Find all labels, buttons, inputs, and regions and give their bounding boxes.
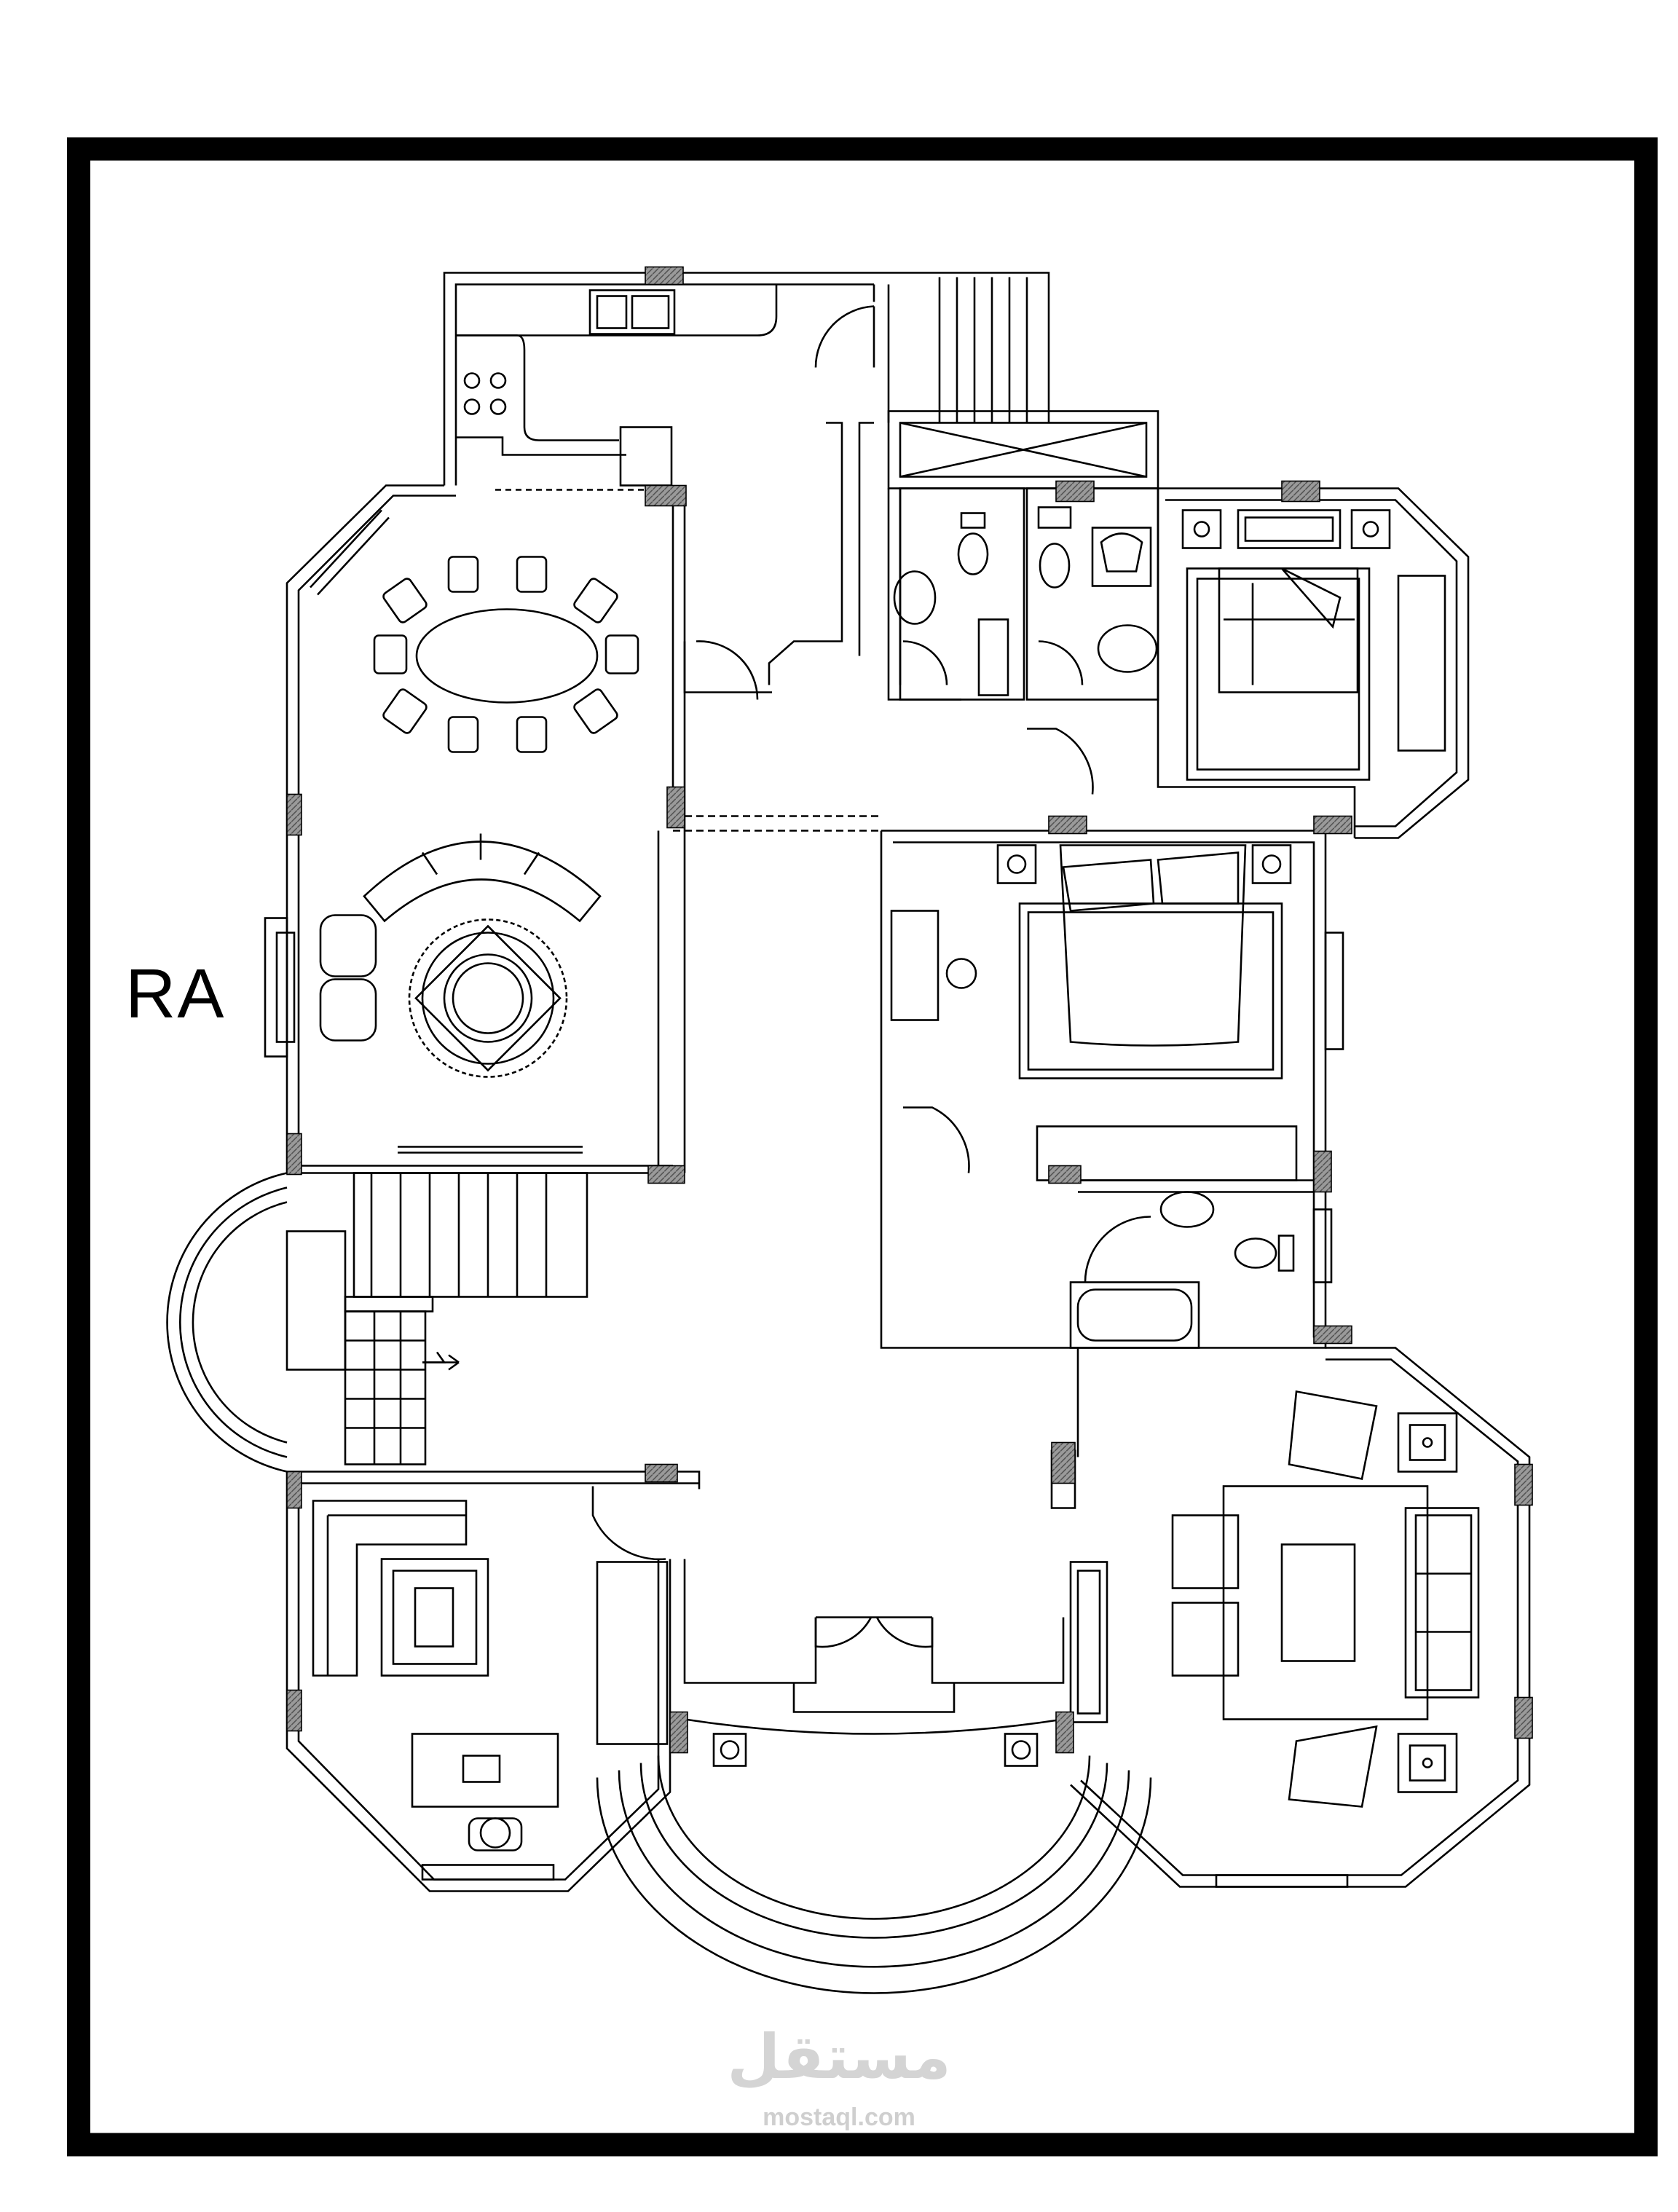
bedroom-2 (880, 830, 1344, 1457)
entrance-hall (596, 1559, 1152, 1994)
dressing-table (890, 910, 940, 1021)
l-sofa (312, 1500, 468, 1677)
plan-label: RA (125, 955, 226, 1033)
watermark-domain: mostaql.com (763, 2103, 915, 2131)
office-room (285, 1471, 701, 1892)
kitchen (443, 272, 1050, 685)
kitchen-sink (588, 289, 676, 335)
main-staircase (166, 1172, 588, 1473)
round-rug (408, 918, 568, 1078)
desk (411, 1733, 559, 1808)
dining-living-room (264, 484, 686, 1174)
sofa-set (319, 833, 602, 1078)
hall-walls (673, 640, 1076, 1509)
living-room-right (1070, 1347, 1531, 1888)
bathtub (1076, 1288, 1193, 1342)
coffee-table (1280, 1543, 1356, 1662)
bed-1 (1186, 567, 1371, 781)
bathroom-1 (887, 487, 1025, 701)
stair-top (887, 277, 1159, 489)
drawing-frame (67, 137, 1658, 2157)
bookshelf (596, 1561, 669, 1745)
fridge (619, 426, 673, 487)
bedroom-1 (1027, 487, 1470, 839)
structural-columns (286, 266, 1533, 1754)
rug (380, 1558, 489, 1677)
console (1069, 1561, 1108, 1723)
wardrobe-1 (1397, 575, 1446, 752)
bathroom-2 (1025, 487, 1159, 701)
entrance-steps (684, 1718, 1064, 1735)
stove (463, 372, 507, 415)
bathroom-3 (1069, 1179, 1333, 1349)
kitchen-counter (456, 284, 778, 336)
dining-table (373, 556, 639, 753)
watermark-logo: مستقل (727, 2021, 951, 2093)
sofa-right (1404, 1507, 1480, 1699)
